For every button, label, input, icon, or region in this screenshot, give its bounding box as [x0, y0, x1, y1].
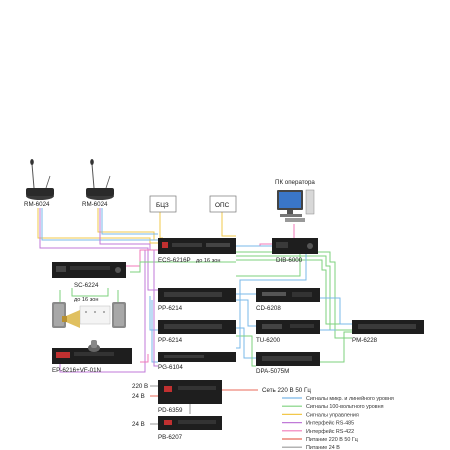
pb-label: PB-6207 [158, 434, 183, 441]
bcz-box [149, 195, 177, 213]
sc-label: SC-6224 [74, 282, 99, 289]
legend-label: Сигналы 100-вольтного уровня [306, 404, 384, 410]
ops-box [209, 195, 237, 213]
zones1-label: до 16 зон [196, 258, 220, 264]
pp2-device [158, 320, 236, 334]
legend-label: Интерфейс RS-422 [306, 428, 354, 435]
legend-label: Питание 220 В 50 Гц [306, 437, 358, 443]
pd-label: PD-6359 [158, 407, 183, 414]
zones2-label: до 16 зон [74, 297, 98, 303]
v24a-label: 24 В [132, 393, 145, 400]
speaker-right-icon [112, 302, 126, 328]
pg-label: PG-6104 [158, 364, 183, 371]
legend-label: Сигналы управления [306, 412, 359, 418]
pg-device [158, 352, 236, 362]
legend-label: Интерфейс RS-485 [306, 420, 354, 427]
pd-device [158, 380, 222, 404]
pm-device [352, 320, 424, 334]
ops-label: ОПС [215, 202, 230, 209]
pc-computer-icon [277, 189, 315, 222]
dib-label: DIB-6000 [276, 257, 303, 264]
pm-label: PM-6228 [352, 337, 378, 344]
legend-label: Сигналы микр. и линейного уровня [306, 395, 394, 402]
microphone-rm2 [86, 159, 114, 200]
ep-device [52, 348, 132, 364]
connection-lines [37, 208, 352, 425]
pb-device [158, 416, 222, 430]
legend-label: Питание 24 В [306, 445, 340, 450]
rm2-label: RM-6024 [82, 201, 108, 208]
tu-label: TU-6200 [256, 337, 281, 344]
ecs-label: ECS-6216P [158, 257, 191, 264]
dib-device [272, 238, 318, 254]
sc-device [52, 262, 126, 278]
ep-label: EP-6216+VF-01N [52, 367, 101, 374]
ecs-device [158, 238, 236, 254]
pp1-label: PP-6214 [158, 305, 183, 312]
legend: Сигналы микр. и линейного уровняСигналы … [282, 395, 394, 450]
speaker-left-icon [52, 302, 66, 328]
bcz-label: БЦЗ [156, 202, 169, 209]
dpa-label: DPA-5075M [256, 368, 289, 375]
mains-label: Сеть 220 В 50 Гц [262, 387, 311, 394]
tu-device [256, 320, 320, 334]
microphone-rm1 [26, 159, 54, 200]
v24b-label: 24 В [132, 421, 145, 428]
cd-label: CD-6208 [256, 305, 281, 312]
hand-microphone-icon [88, 340, 100, 352]
ceiling-speaker-icon [79, 305, 111, 325]
rm1-label: RM-6024 [24, 201, 50, 208]
v220-label: 220 В [132, 383, 148, 390]
horn-speaker-icon [62, 310, 80, 328]
pc-label: ПК оператора [275, 179, 315, 186]
cd-device [256, 288, 320, 302]
pp2-label: PP-6214 [158, 337, 183, 344]
pp1-device [158, 288, 236, 302]
dpa-device [256, 352, 320, 366]
